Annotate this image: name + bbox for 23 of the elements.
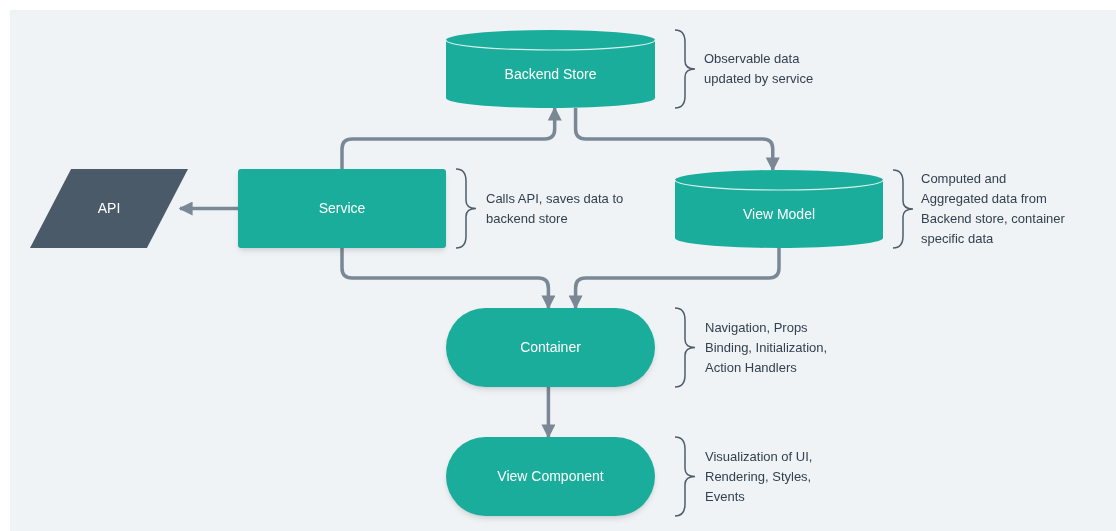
database-cylinder (446, 30, 655, 108)
arrow (568, 248, 781, 310)
terminal-pill (446, 437, 655, 516)
database-cylinder (675, 170, 883, 248)
node-label: Service (318, 199, 366, 218)
arrow (340, 248, 556, 310)
annotation-text: Navigation, Props Binding, Initialization, Action Handlers (705, 318, 829, 377)
terminal-pill (446, 308, 655, 387)
annotation-text: Calls API, saves data to backend store (486, 189, 625, 228)
annotation-text: Visualization of UI, Rendering, Styles, Events (705, 447, 814, 506)
node-label: API (97, 199, 121, 218)
process-box (238, 169, 446, 248)
node-label: Backend Store (504, 64, 597, 84)
annotation-text: Observable data updated by service (704, 50, 815, 88)
arrow (178, 201, 238, 216)
arrow (541, 387, 556, 439)
node-label: Container (520, 338, 581, 357)
node-label: View Component (497, 467, 604, 486)
data-parallelogram (30, 169, 188, 248)
node-label: View Model (742, 204, 816, 224)
arrow (340, 106, 562, 169)
arrow (573, 108, 780, 172)
annotation-text: Computed and Aggregated data from Backend store, container specific data (921, 170, 1066, 248)
